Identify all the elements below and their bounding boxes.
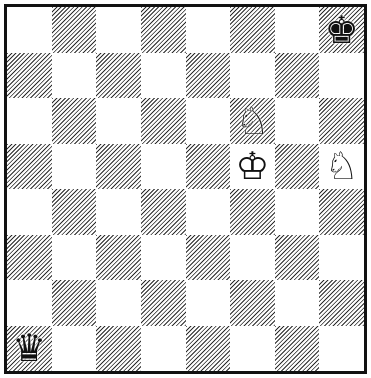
white-knight-icon[interactable]: ♘ — [319, 144, 364, 190]
black-queen-icon[interactable]: ♛ — [7, 326, 52, 372]
square-a8[interactable] — [7, 7, 52, 53]
square-d5[interactable] — [141, 144, 186, 190]
square-b3[interactable] — [52, 235, 97, 281]
square-h2[interactable] — [319, 280, 364, 326]
square-d4[interactable] — [141, 189, 186, 235]
square-c3[interactable] — [96, 235, 141, 281]
square-f7[interactable] — [230, 53, 275, 99]
square-e4[interactable] — [186, 189, 231, 235]
black-king-icon[interactable]: ♚ — [319, 7, 364, 53]
square-f2[interactable] — [230, 280, 275, 326]
square-h3[interactable] — [319, 235, 364, 281]
white-king-icon[interactable]: ♔ — [230, 144, 275, 190]
square-b2[interactable] — [52, 280, 97, 326]
square-c7[interactable] — [96, 53, 141, 99]
square-h5[interactable]: ♘ — [319, 144, 364, 190]
square-c1[interactable] — [96, 326, 141, 372]
square-b4[interactable] — [52, 189, 97, 235]
square-d8[interactable] — [141, 7, 186, 53]
square-f8[interactable] — [230, 7, 275, 53]
square-f1[interactable] — [230, 326, 275, 372]
square-a4[interactable] — [7, 189, 52, 235]
square-b7[interactable] — [52, 53, 97, 99]
square-e8[interactable] — [186, 7, 231, 53]
square-b1[interactable] — [52, 326, 97, 372]
square-d1[interactable] — [141, 326, 186, 372]
square-g2[interactable] — [275, 280, 320, 326]
square-h7[interactable] — [319, 53, 364, 99]
chessboard-frame: ♚♘♔♘♛ — [4, 4, 367, 374]
square-c6[interactable] — [96, 98, 141, 144]
square-e1[interactable] — [186, 326, 231, 372]
square-e2[interactable] — [186, 280, 231, 326]
square-c5[interactable] — [96, 144, 141, 190]
square-f6[interactable]: ♘ — [230, 98, 275, 144]
square-d7[interactable] — [141, 53, 186, 99]
square-e7[interactable] — [186, 53, 231, 99]
square-h1[interactable] — [319, 326, 364, 372]
square-h8[interactable]: ♚ — [319, 7, 364, 53]
square-h4[interactable] — [319, 189, 364, 235]
square-d2[interactable] — [141, 280, 186, 326]
square-f5[interactable]: ♔ — [230, 144, 275, 190]
square-c2[interactable] — [96, 280, 141, 326]
square-b5[interactable] — [52, 144, 97, 190]
white-knight-icon[interactable]: ♘ — [230, 98, 275, 144]
square-f3[interactable] — [230, 235, 275, 281]
square-g7[interactable] — [275, 53, 320, 99]
square-h6[interactable] — [319, 98, 364, 144]
chessboard: ♚♘♔♘♛ — [7, 7, 364, 371]
square-d6[interactable] — [141, 98, 186, 144]
square-a6[interactable] — [7, 98, 52, 144]
square-c8[interactable] — [96, 7, 141, 53]
square-b8[interactable] — [52, 7, 97, 53]
square-e5[interactable] — [186, 144, 231, 190]
square-d3[interactable] — [141, 235, 186, 281]
square-g4[interactable] — [275, 189, 320, 235]
square-g1[interactable] — [275, 326, 320, 372]
square-g6[interactable] — [275, 98, 320, 144]
square-e3[interactable] — [186, 235, 231, 281]
square-g5[interactable] — [275, 144, 320, 190]
square-b6[interactable] — [52, 98, 97, 144]
square-a2[interactable] — [7, 280, 52, 326]
square-a1[interactable]: ♛ — [7, 326, 52, 372]
square-g8[interactable] — [275, 7, 320, 53]
square-e6[interactable] — [186, 98, 231, 144]
square-a5[interactable] — [7, 144, 52, 190]
square-a7[interactable] — [7, 53, 52, 99]
square-a3[interactable] — [7, 235, 52, 281]
square-c4[interactable] — [96, 189, 141, 235]
square-g3[interactable] — [275, 235, 320, 281]
square-f4[interactable] — [230, 189, 275, 235]
